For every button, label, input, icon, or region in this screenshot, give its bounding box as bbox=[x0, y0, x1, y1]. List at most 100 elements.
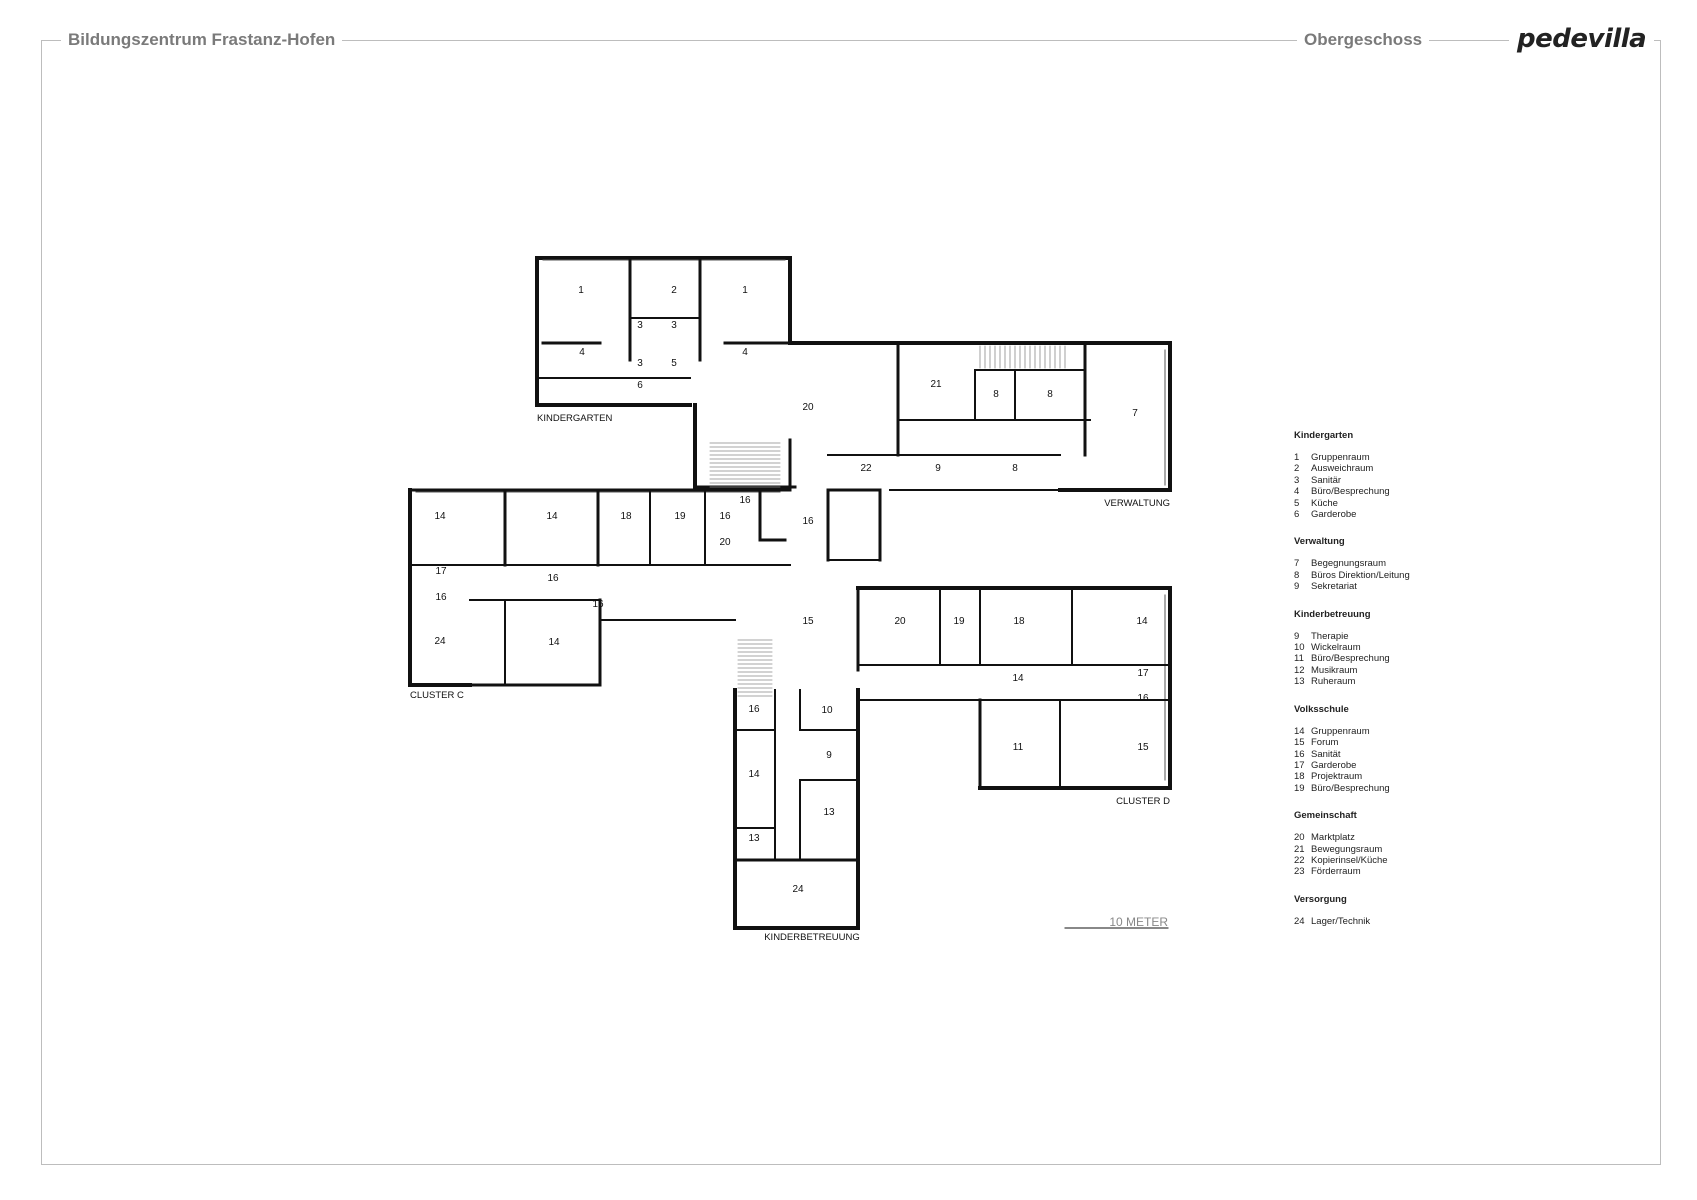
room-number: 16 bbox=[739, 495, 751, 506]
room-number: 4 bbox=[579, 347, 585, 358]
room-number: 1 bbox=[742, 285, 748, 296]
room-number: 8 bbox=[1047, 389, 1053, 400]
legend-item-label: Gruppenraum bbox=[1311, 725, 1370, 737]
legend-item-number: 21 bbox=[1294, 843, 1305, 855]
legend-item: 20 Marktplatz bbox=[1294, 832, 1410, 843]
room-number: 10 bbox=[821, 705, 833, 716]
legend-item-label: Büro/Besprechung bbox=[1311, 782, 1390, 794]
room-number: 14 bbox=[1136, 616, 1148, 627]
legend-item-number: 17 bbox=[1294, 759, 1305, 771]
legend-heading: Kindergarten bbox=[1294, 430, 1354, 441]
legend-item: 3 Sanitär bbox=[1294, 475, 1410, 486]
legend-item-number: 19 bbox=[1294, 782, 1305, 794]
legend-heading: Kinderbetreuung bbox=[1294, 608, 1371, 620]
legend-item: 6 Garderobe bbox=[1294, 509, 1410, 520]
legend-item-number: 4 bbox=[1294, 486, 1300, 498]
room-number: 19 bbox=[674, 511, 686, 522]
legend-item-number: 14 bbox=[1294, 725, 1305, 737]
legend-item-label: Sekretariat bbox=[1311, 581, 1357, 593]
room-number: 14 bbox=[748, 769, 760, 780]
legend-item-number: 6 bbox=[1294, 509, 1300, 521]
wall-segment bbox=[733, 688, 860, 930]
legend-item-label: Therapie bbox=[1311, 630, 1349, 642]
room-number: 2 bbox=[671, 285, 677, 296]
room-number: 8 bbox=[1012, 463, 1018, 474]
legend-item-number: 8 bbox=[1294, 569, 1300, 581]
legend-item-label: Garderobe bbox=[1311, 759, 1357, 771]
room-number: 18 bbox=[1013, 616, 1025, 627]
legend-item-number: 20 bbox=[1294, 832, 1305, 844]
legend-item-number: 16 bbox=[1294, 748, 1305, 760]
wing-label-cluster-d: CLUSTER D bbox=[1116, 796, 1170, 807]
room-number: 24 bbox=[792, 884, 804, 895]
legend-item: 9 Therapie bbox=[1294, 631, 1410, 642]
scale-label: 10 METER bbox=[1109, 915, 1168, 929]
legend-item-label: Bewegungsraum bbox=[1311, 843, 1383, 855]
wing-label-kindergarten: KINDERGARTEN bbox=[537, 413, 612, 424]
legend-item-number: 7 bbox=[1294, 558, 1300, 570]
legend-item-number: 15 bbox=[1294, 737, 1305, 749]
legend-item-label: Marktplatz bbox=[1311, 832, 1355, 844]
legend-item-label: Büro/Besprechung bbox=[1311, 653, 1390, 665]
legend-item-label: Kopierinsel/Küche bbox=[1311, 854, 1388, 866]
legend-item-label: Büros Direktion/Leitung bbox=[1311, 569, 1410, 581]
room-number: 3 bbox=[637, 320, 643, 331]
room-number: 20 bbox=[802, 402, 814, 413]
legend-item-number: 2 bbox=[1294, 463, 1300, 475]
room-number: 4 bbox=[742, 347, 748, 358]
floor-title: Obergeschoss bbox=[1297, 28, 1430, 52]
pedevilla-logo: pedevilla bbox=[1509, 22, 1655, 56]
legend-item-number: 24 bbox=[1294, 915, 1305, 927]
room-number: 13 bbox=[823, 807, 835, 818]
room-number: 16 bbox=[547, 573, 559, 584]
room-number: 20 bbox=[719, 537, 731, 548]
room-number: 11 bbox=[1013, 742, 1024, 753]
room-number: 16 bbox=[719, 511, 731, 522]
room-number: 21 bbox=[930, 379, 942, 390]
wing-label-cluster-c: CLUSTER C bbox=[410, 690, 464, 701]
legend-item-label: Büro/Besprechung bbox=[1311, 486, 1390, 498]
legend-item-number: 3 bbox=[1294, 474, 1300, 486]
legend-item-label: Begegnungsraum bbox=[1311, 558, 1386, 570]
legend-item-number: 5 bbox=[1294, 497, 1300, 509]
room-number: 15 bbox=[1137, 742, 1149, 753]
room-number: 13 bbox=[748, 833, 760, 844]
legend-item-label: Wickelraum bbox=[1311, 642, 1361, 654]
legend-item: 2 Ausweichraum bbox=[1294, 463, 1410, 474]
legend-item: 19 Büro/Besprechung bbox=[1294, 783, 1410, 794]
legend-item-number: 1 bbox=[1294, 452, 1300, 463]
room-number: 16 bbox=[435, 592, 447, 603]
room-number: 5 bbox=[671, 358, 677, 369]
legend-item-label: Ruheraum bbox=[1311, 676, 1356, 688]
legend-item-label: Garderobe bbox=[1311, 509, 1357, 521]
legend-item: 14 Gruppenraum bbox=[1294, 726, 1410, 737]
legend-item-label: Ausweichraum bbox=[1311, 463, 1374, 475]
room-number: 17 bbox=[1137, 668, 1149, 679]
legend-item-number: 9 bbox=[1294, 581, 1300, 593]
legend-item-label: Sanitär bbox=[1311, 474, 1342, 486]
wall-segment bbox=[856, 586, 1172, 790]
drawing-frame bbox=[41, 40, 1661, 1165]
wing-label-kinderbetreuung: KINDERBETREUUNG bbox=[764, 932, 860, 943]
room-number: 22 bbox=[860, 463, 872, 474]
room-number: 9 bbox=[935, 463, 941, 474]
legend-item-label: Förderraum bbox=[1311, 866, 1361, 878]
wall-segment bbox=[408, 488, 472, 687]
room-number: 20 bbox=[894, 616, 906, 627]
legend-item-number: 9 bbox=[1294, 630, 1300, 642]
